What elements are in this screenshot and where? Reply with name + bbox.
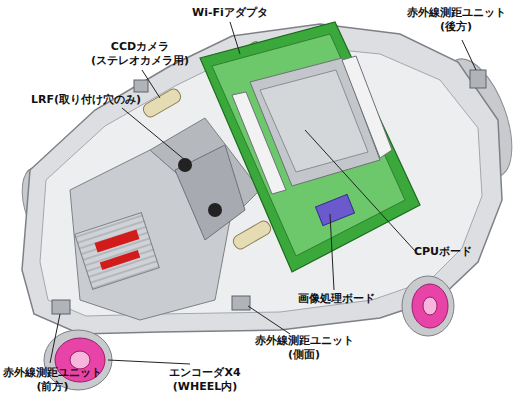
side-ir-label: 赤外線測距ユニット (側面) bbox=[255, 334, 354, 362]
front-ir-label: 赤外線測距ユニット (前方) bbox=[3, 366, 102, 394]
wifi-label: Wi-Fiアダプタ bbox=[192, 6, 268, 20]
lrf-label: LRF(取り付け穴のみ) bbox=[31, 93, 141, 107]
ccd-camera-label: CCDカメラ (ステレオカメラ用) bbox=[91, 40, 189, 68]
rear-ir-label: 赤外線測距ユニット (後方) bbox=[407, 6, 506, 34]
image-board-label: 画像処理ボード bbox=[298, 292, 375, 306]
encoder-label: エンコーダX4 (WHEEL内) bbox=[169, 366, 240, 394]
cpu-board-label: CPUボード bbox=[414, 245, 472, 259]
